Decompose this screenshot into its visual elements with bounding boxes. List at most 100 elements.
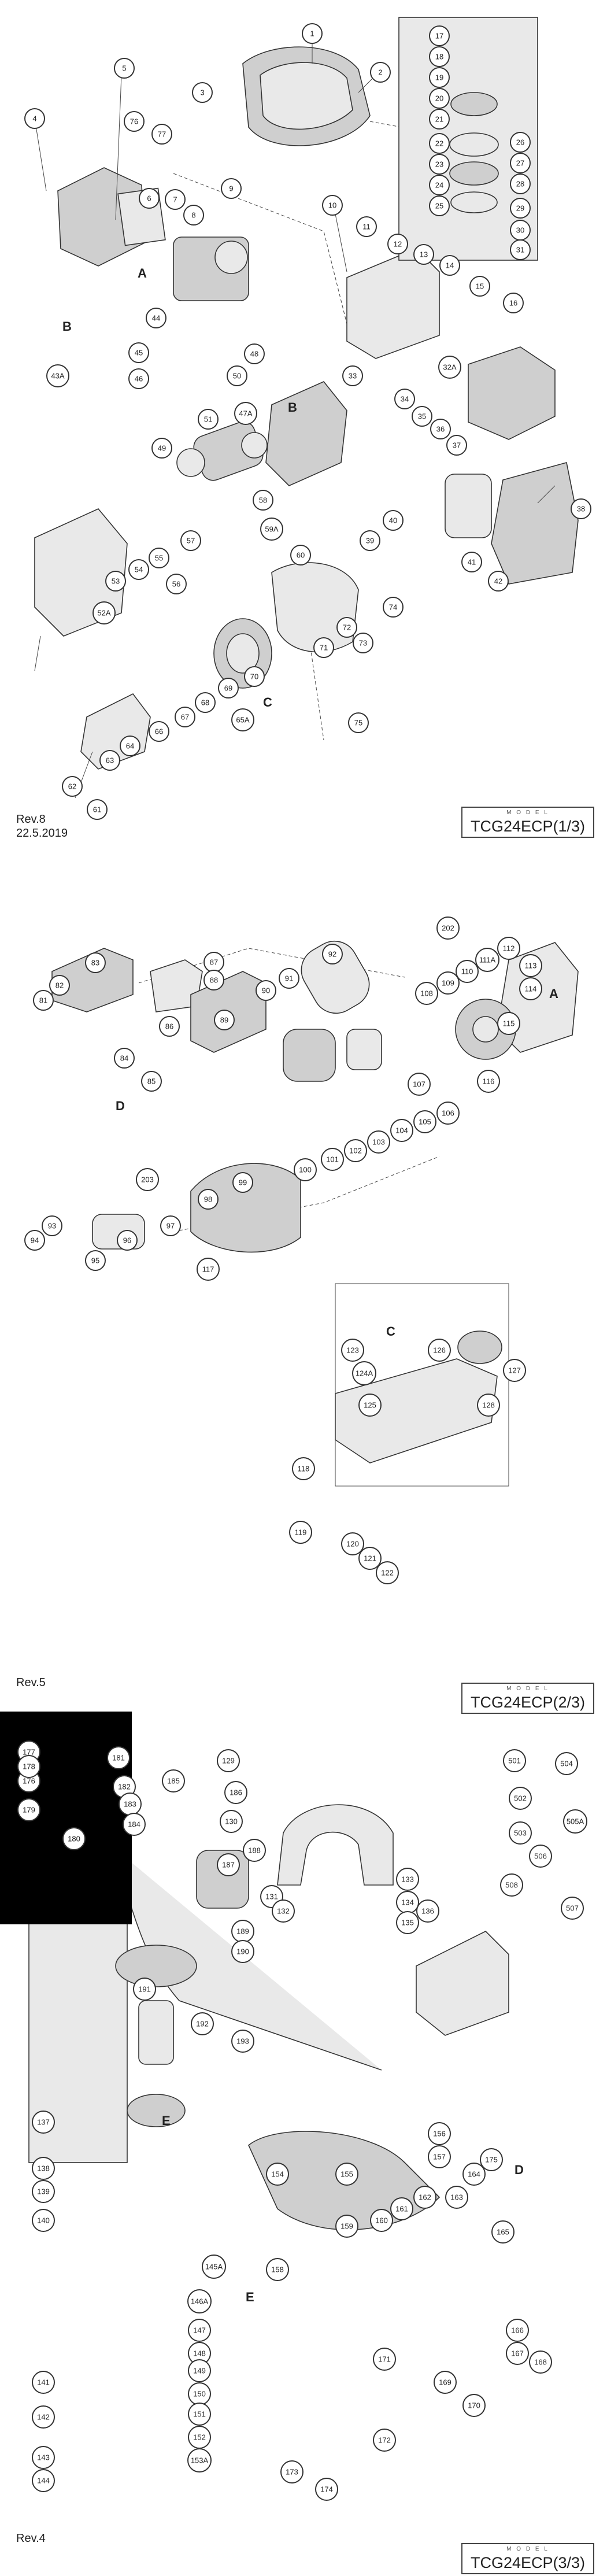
callout-184[interactable]: 184 <box>123 1813 146 1836</box>
callout-151[interactable]: 151 <box>188 2403 211 2426</box>
callout-62[interactable]: 62 <box>62 776 83 797</box>
callout-20[interactable]: 20 <box>429 88 450 109</box>
callout-22[interactable]: 22 <box>429 133 450 154</box>
callout-24[interactable]: 24 <box>429 175 450 195</box>
callout-52A[interactable]: 52A <box>92 601 116 624</box>
callout-137[interactable]: 137 <box>32 2111 55 2134</box>
callout-82[interactable]: 82 <box>49 975 70 996</box>
callout-172[interactable]: 172 <box>373 2429 396 2452</box>
callout-190[interactable]: 190 <box>231 1940 254 1963</box>
callout-29[interactable]: 29 <box>510 198 531 219</box>
callout-106[interactable]: 106 <box>436 1102 460 1125</box>
callout-44[interactable]: 44 <box>146 308 166 328</box>
callout-31[interactable]: 31 <box>510 239 531 260</box>
callout-90[interactable]: 90 <box>256 980 276 1001</box>
callout-191[interactable]: 191 <box>133 1978 156 2001</box>
callout-175[interactable]: 175 <box>480 2148 503 2171</box>
callout-14[interactable]: 14 <box>439 255 460 276</box>
callout-60[interactable]: 60 <box>290 545 311 566</box>
callout-507[interactable]: 507 <box>561 1897 584 1920</box>
callout-4[interactable]: 4 <box>24 108 45 129</box>
callout-88[interactable]: 88 <box>203 970 224 991</box>
callout-202[interactable]: 202 <box>436 916 460 940</box>
callout-27[interactable]: 27 <box>510 153 531 173</box>
callout-130[interactable]: 130 <box>220 1810 243 1833</box>
callout-93[interactable]: 93 <box>42 1215 62 1236</box>
callout-64[interactable]: 64 <box>120 736 140 756</box>
callout-188[interactable]: 188 <box>243 1839 266 1862</box>
callout-115[interactable]: 115 <box>497 1012 520 1035</box>
callout-9[interactable]: 9 <box>221 178 242 199</box>
callout-123[interactable]: 123 <box>341 1339 364 1362</box>
callout-23[interactable]: 23 <box>429 154 450 175</box>
callout-18[interactable]: 18 <box>429 46 450 67</box>
callout-155[interactable]: 155 <box>335 2163 358 2186</box>
callout-153A[interactable]: 153A <box>187 2448 212 2472</box>
callout-5[interactable]: 5 <box>114 58 135 79</box>
callout-15[interactable]: 15 <box>469 276 490 297</box>
callout-49[interactable]: 49 <box>151 438 172 459</box>
callout-189[interactable]: 189 <box>231 1920 254 1943</box>
callout-72[interactable]: 72 <box>336 617 357 638</box>
callout-136[interactable]: 136 <box>416 1899 439 1923</box>
callout-43A[interactable]: 43A <box>46 364 69 387</box>
callout-185[interactable]: 185 <box>162 1769 185 1793</box>
callout-141[interactable]: 141 <box>32 2371 55 2394</box>
callout-121[interactable]: 121 <box>358 1547 382 1570</box>
callout-178[interactable]: 178 <box>17 1755 40 1778</box>
callout-104[interactable]: 104 <box>390 1119 413 1142</box>
callout-70[interactable]: 70 <box>244 666 265 687</box>
callout-50[interactable]: 50 <box>227 365 247 386</box>
callout-119[interactable]: 119 <box>289 1521 312 1544</box>
callout-26[interactable]: 26 <box>510 132 531 153</box>
callout-37[interactable]: 37 <box>446 435 467 456</box>
callout-152[interactable]: 152 <box>188 2426 211 2449</box>
callout-56[interactable]: 56 <box>166 574 187 594</box>
callout-107[interactable]: 107 <box>408 1073 431 1096</box>
callout-101[interactable]: 101 <box>321 1148 344 1171</box>
callout-8[interactable]: 8 <box>183 205 204 226</box>
callout-140[interactable]: 140 <box>32 2209 55 2232</box>
callout-7[interactable]: 7 <box>165 189 186 210</box>
callout-134[interactable]: 134 <box>396 1891 419 1914</box>
callout-142[interactable]: 142 <box>32 2405 55 2429</box>
callout-51[interactable]: 51 <box>198 409 219 430</box>
callout-36[interactable]: 36 <box>430 419 451 439</box>
callout-46[interactable]: 46 <box>128 368 149 389</box>
callout-157[interactable]: 157 <box>428 2145 451 2168</box>
callout-501[interactable]: 501 <box>503 1749 526 1772</box>
callout-167[interactable]: 167 <box>506 2342 529 2365</box>
callout-57[interactable]: 57 <box>180 530 201 551</box>
callout-506[interactable]: 506 <box>529 1845 552 1868</box>
callout-13[interactable]: 13 <box>413 244 434 265</box>
callout-59A[interactable]: 59A <box>260 518 283 541</box>
callout-3[interactable]: 3 <box>192 82 213 103</box>
callout-75[interactable]: 75 <box>348 712 369 733</box>
callout-165[interactable]: 165 <box>491 2220 515 2244</box>
callout-169[interactable]: 169 <box>434 2371 457 2394</box>
callout-166[interactable]: 166 <box>506 2319 529 2342</box>
callout-10[interactable]: 10 <box>322 195 343 216</box>
callout-33[interactable]: 33 <box>342 365 363 386</box>
callout-128[interactable]: 128 <box>477 1394 500 1417</box>
callout-69[interactable]: 69 <box>218 678 239 698</box>
callout-98[interactable]: 98 <box>198 1189 219 1210</box>
callout-504[interactable]: 504 <box>555 1752 578 1775</box>
callout-135[interactable]: 135 <box>396 1911 419 1934</box>
callout-110[interactable]: 110 <box>456 960 479 983</box>
callout-54[interactable]: 54 <box>128 559 149 580</box>
callout-94[interactable]: 94 <box>24 1230 45 1251</box>
callout-125[interactable]: 125 <box>358 1394 382 1417</box>
callout-133[interactable]: 133 <box>396 1868 419 1891</box>
callout-150[interactable]: 150 <box>188 2382 211 2405</box>
callout-83[interactable]: 83 <box>85 952 106 973</box>
callout-108[interactable]: 108 <box>415 982 438 1005</box>
callout-6[interactable]: 6 <box>139 188 160 209</box>
callout-41[interactable]: 41 <box>461 552 482 572</box>
callout-92[interactable]: 92 <box>322 944 343 964</box>
callout-85[interactable]: 85 <box>141 1071 162 1092</box>
callout-174[interactable]: 174 <box>315 2478 338 2501</box>
callout-47A[interactable]: 47A <box>234 402 257 425</box>
callout-203[interactable]: 203 <box>136 1168 159 1191</box>
callout-103[interactable]: 103 <box>367 1130 390 1154</box>
